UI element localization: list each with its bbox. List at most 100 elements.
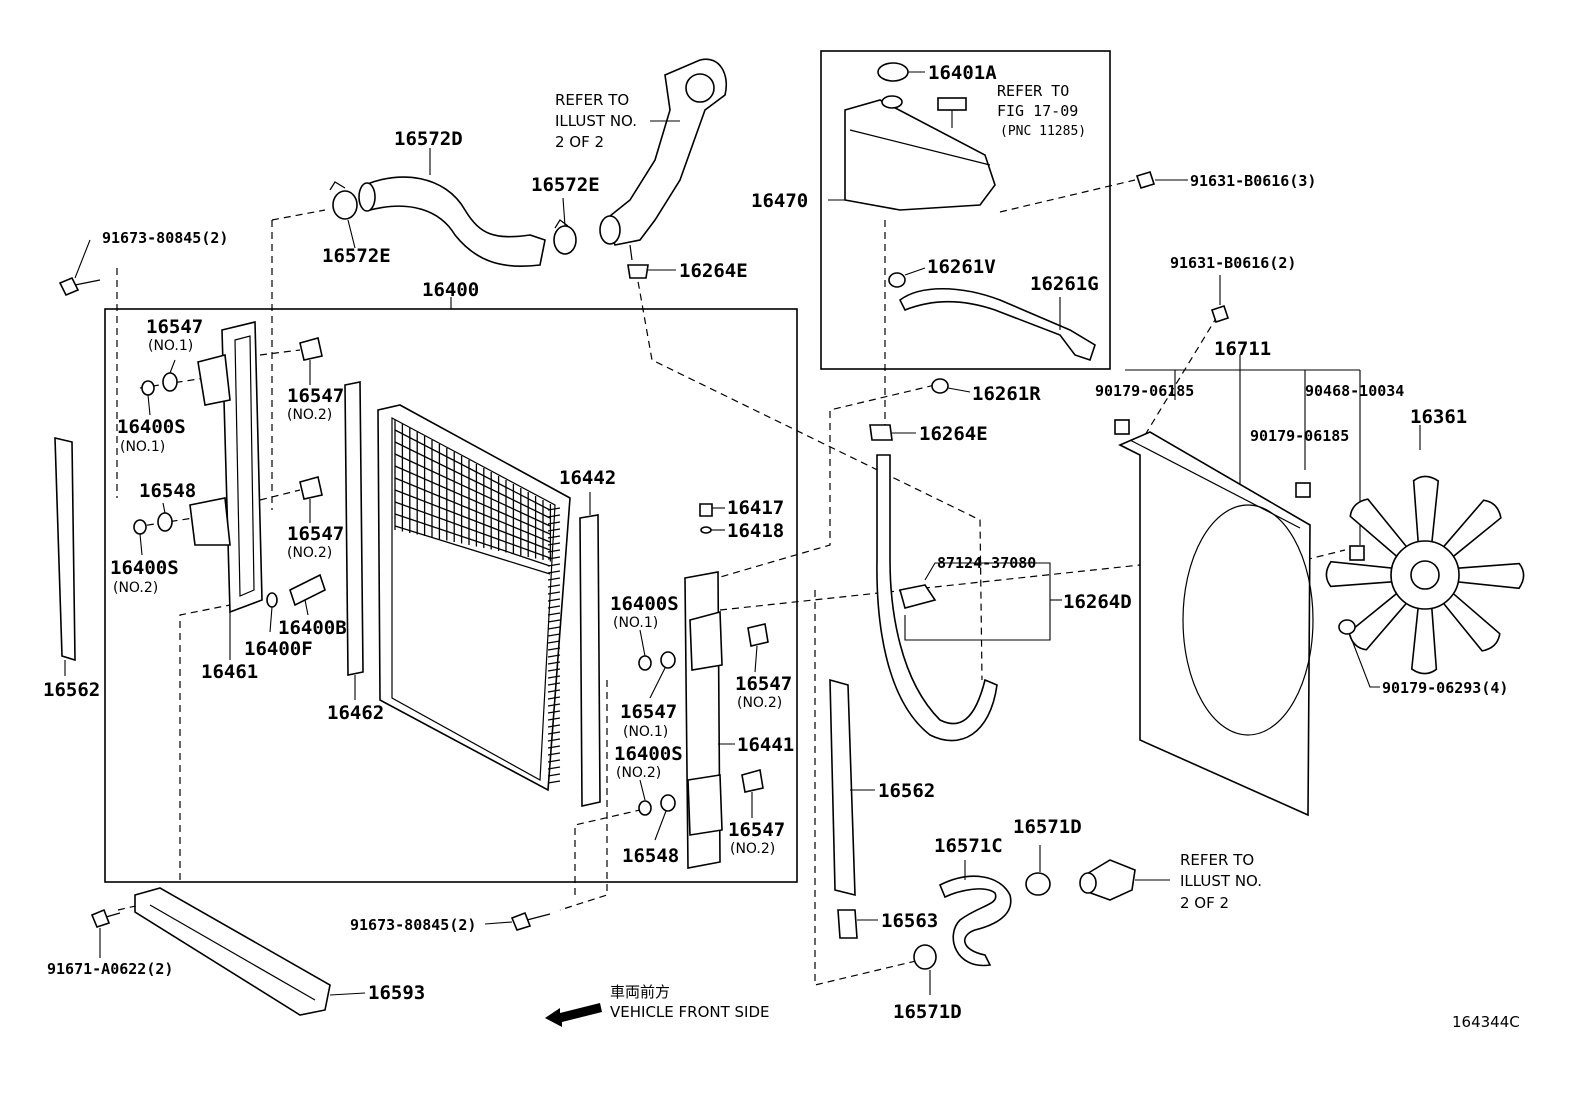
cushion-16547-no2-b[interactable]	[299, 476, 323, 500]
radiator-core[interactable]	[377, 404, 571, 792]
clamp-16571D-upper[interactable]	[1025, 872, 1051, 896]
nut-90179-06185-a[interactable]	[1114, 419, 1130, 435]
hose-16261G[interactable]	[898, 288, 1096, 362]
part-label-16261R[interactable]: 16261R	[972, 383, 1041, 405]
clamp-16261V[interactable]	[888, 272, 906, 288]
nut-label-90179-06185-b[interactable]: 90179-06185	[1250, 427, 1349, 445]
part-label-16400S-no1-left[interactable]: 16400S	[117, 416, 186, 438]
part-label-16572E-right[interactable]: 16572E	[531, 174, 600, 196]
nut-label-90179-06293[interactable]: 90179-06293(4)	[1382, 679, 1508, 697]
nut-label-90179-06185-a[interactable]: 90179-06185	[1095, 382, 1194, 400]
part-label-16442[interactable]: 16442	[559, 467, 616, 489]
seal-16563[interactable]	[837, 909, 858, 939]
clamp-16261R[interactable]	[931, 378, 949, 394]
part-label-16264E-top[interactable]: 16264E	[679, 260, 748, 282]
part-label-16562-right[interactable]: 16562	[878, 780, 935, 802]
nut-90179-06185-b[interactable]	[1295, 482, 1311, 498]
part-label-16562-left[interactable]: 16562	[43, 679, 100, 701]
clip-87124-37080[interactable]	[898, 584, 937, 609]
washer-16400S-no1-left[interactable]	[141, 380, 155, 396]
bolt-label-91673-top[interactable]: 91673-80845(2)	[102, 229, 228, 247]
part-label-16441[interactable]: 16441	[737, 734, 794, 756]
part-label-16462[interactable]: 16462	[327, 702, 384, 724]
seal-16462[interactable]	[344, 381, 364, 676]
part-label-16547-no1-left[interactable]: 16547	[146, 316, 203, 338]
radiator-right-tank-16441[interactable]	[684, 571, 723, 869]
part-label-16563[interactable]: 16563	[881, 910, 938, 932]
bolt-91631-a[interactable]	[1135, 171, 1156, 189]
part-label-16547-no2-b[interactable]: 16547	[287, 523, 344, 545]
part-label-87124-37080[interactable]: 87124-37080	[937, 554, 1036, 572]
clamp-16264E-lower[interactable]	[869, 424, 893, 441]
bolt-label-91631-b[interactable]: 91631-B0616(2)	[1170, 254, 1296, 272]
bolt-91673-bottom[interactable]	[510, 911, 551, 931]
nut-90468-10034[interactable]	[1349, 545, 1365, 561]
cooling-fan-16361[interactable]	[1325, 475, 1525, 675]
clamp-16571D-lower[interactable]	[913, 944, 937, 970]
part-label-16261V[interactable]: 16261V	[927, 256, 996, 278]
part-label-16572D[interactable]: 16572D	[394, 128, 463, 150]
part-label-16401A[interactable]: 16401A	[928, 62, 997, 84]
bolt-91671[interactable]	[90, 908, 121, 928]
upper-hose-16572D[interactable]	[364, 176, 546, 267]
radiator-left-tank-16461[interactable]	[189, 320, 263, 614]
nut-90179-06293[interactable]	[1338, 619, 1356, 635]
cushion-16547-no1-right[interactable]	[660, 651, 676, 669]
part-label-16361[interactable]: 16361	[1410, 406, 1467, 428]
bolt-91631-b[interactable]	[1210, 304, 1230, 324]
part-label-16264E-lower[interactable]: 16264E	[919, 423, 988, 445]
part-label-16711[interactable]: 16711	[1214, 338, 1271, 360]
water-outlet-pipe[interactable]	[604, 58, 727, 246]
part-label-16400B[interactable]: 16400B	[278, 617, 347, 639]
bolt-91673-top[interactable]	[58, 276, 101, 297]
cushion-16547-no2-d[interactable]	[741, 768, 764, 793]
part-label-16264D[interactable]: 16264D	[1063, 591, 1132, 613]
seal-16562-right[interactable]	[829, 678, 856, 897]
part-label-16400[interactable]: 16400	[422, 279, 479, 301]
cushion-16548-left[interactable]	[157, 512, 173, 532]
part-label-16571C[interactable]: 16571C	[934, 835, 1003, 857]
reservoir-tank-16470[interactable]	[844, 95, 996, 211]
seal-16442[interactable]	[579, 514, 601, 807]
bolt-label-91631-a[interactable]: 91631-B0616(3)	[1190, 172, 1316, 190]
part-label-16400S-no2-right[interactable]: 16400S	[614, 743, 683, 765]
part-label-16571D-lower[interactable]: 16571D	[893, 1001, 962, 1023]
hose-clamp-16572E-left[interactable]	[329, 181, 358, 220]
part-label-16547-no2-a[interactable]: 16547	[287, 385, 344, 407]
washer-16400S-no2-left[interactable]	[133, 519, 147, 535]
lower-support-16593[interactable]	[134, 887, 331, 1016]
part-label-16418[interactable]: 16418	[727, 520, 784, 542]
part-label-16548-right[interactable]: 16548	[622, 845, 679, 867]
part-label-16400S-no1-right[interactable]: 16400S	[610, 593, 679, 615]
part-label-16548-left[interactable]: 16548	[139, 480, 196, 502]
bolt-label-91671[interactable]: 91671-A0622(2)	[47, 960, 173, 978]
part-label-16470[interactable]: 16470	[751, 190, 808, 212]
reservoir-cap-16401A[interactable]	[877, 62, 909, 82]
washer-16400S-no1-right[interactable]	[638, 655, 652, 671]
part-label-16461[interactable]: 16461	[201, 661, 258, 683]
washer-16400S-no2-right[interactable]	[638, 800, 652, 816]
part-label-16400F[interactable]: 16400F	[244, 638, 313, 660]
part-label-16400S-no2-left[interactable]: 16400S	[110, 557, 179, 579]
hose-clamp-16264E-top[interactable]	[627, 264, 649, 279]
seal-16562-left[interactable]	[54, 436, 76, 662]
part-label-16547-no2-d[interactable]: 16547	[728, 819, 785, 841]
nut-label-90468-10034[interactable]: 90468-10034	[1305, 382, 1404, 400]
part-label-16547-no1-right[interactable]: 16547	[620, 701, 677, 723]
part-label-16547-no2-c[interactable]: 16547	[735, 673, 792, 695]
cap-16417[interactable]	[699, 503, 713, 517]
part-label-16593[interactable]: 16593	[368, 982, 425, 1004]
part-label-16417[interactable]: 16417	[727, 497, 784, 519]
cushion-16547-no1-left[interactable]	[162, 372, 178, 392]
part-label-16571D-upper[interactable]: 16571D	[1013, 816, 1082, 838]
gasket-16418[interactable]	[700, 526, 712, 534]
cushion-16548-right[interactable]	[660, 794, 676, 812]
part-label-16572E-left[interactable]: 16572E	[322, 245, 391, 267]
lower-hose-16264D[interactable]	[876, 454, 998, 742]
cushion-16547-no2-a[interactable]	[299, 337, 323, 361]
bolt-label-91673-bottom[interactable]: 91673-80845(2)	[350, 916, 476, 934]
fan-shroud-16711[interactable]	[1118, 431, 1314, 817]
cushion-16547-no2-c[interactable]	[747, 623, 769, 647]
hose-16571C[interactable]	[938, 875, 1012, 967]
part-label-16261G[interactable]: 16261G	[1030, 273, 1099, 295]
